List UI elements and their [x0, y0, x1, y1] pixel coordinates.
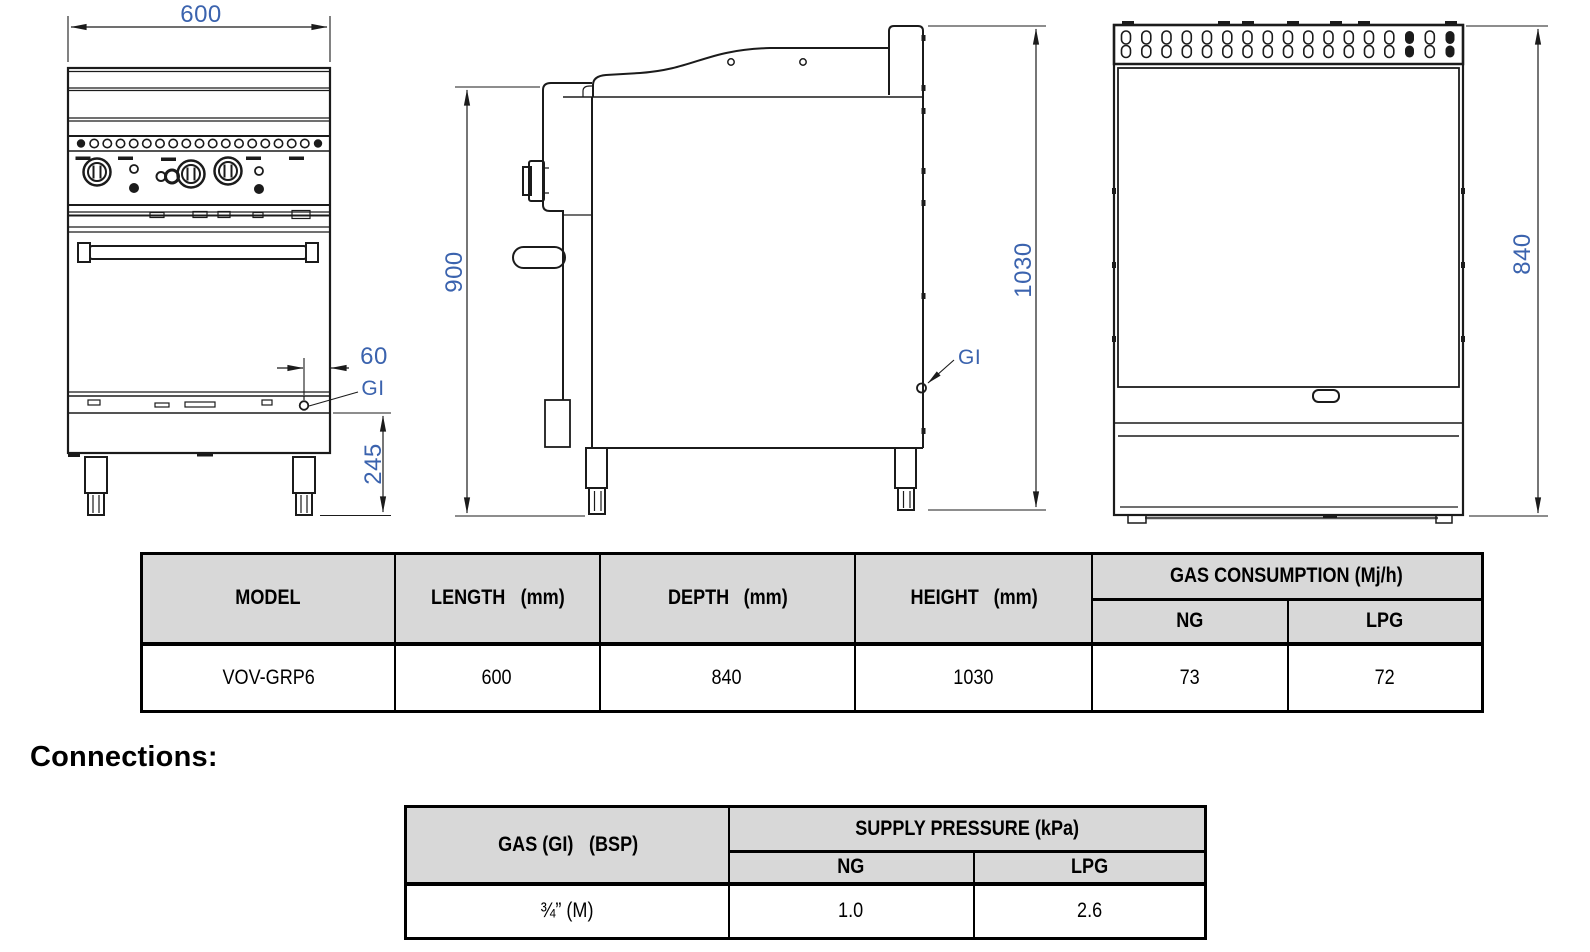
front-gas-inlet-label: GI [361, 377, 384, 400]
back-vent-tabs [1122, 21, 1457, 25]
front-base-height-dimension: 245 [360, 443, 387, 485]
conn-col-gas: GAS (GI) (BSP) [404, 805, 730, 885]
connections-heading: Connections: [30, 741, 218, 773]
front-lower-details [87, 399, 273, 408]
back-slot-handle [1312, 389, 1340, 403]
spec-col-model: MODEL [140, 552, 396, 645]
conn-value-lpg: 2.6 [972, 881, 1207, 940]
side-total-height-dimension: 1030 [1010, 242, 1037, 297]
spec-value-height: 1030 [853, 641, 1093, 713]
back-depth-dimension: 840 [1509, 233, 1536, 275]
side-gas-inlet-label: GI [958, 346, 981, 369]
side-knob-profile [522, 160, 549, 202]
conn-value-gas: ¾” (M) [404, 881, 730, 940]
back-view-drawing: 840 [1112, 21, 1548, 524]
side-front-leg [585, 447, 608, 515]
spec-col-gas-consumption: GAS CONSUMPTION (Mj/h) [1090, 552, 1484, 601]
front-gas-offset-dimension: 60 [360, 343, 388, 370]
side-gas-inlet-port [916, 382, 927, 394]
conn-col-ng: NG [727, 850, 975, 885]
front-vent-holes [76, 138, 323, 149]
side-kick-panel [544, 399, 571, 448]
spec-col-height: HEIGHT (mm) [853, 552, 1093, 645]
back-vent-slots [1120, 30, 1455, 59]
spec-value-ng: 73 [1090, 641, 1289, 713]
spec-value-depth: 840 [598, 641, 856, 713]
back-body-outline [1112, 23, 1465, 517]
back-edge-fasteners [1112, 188, 1465, 342]
spec-value-model: VOV-GRP6 [140, 641, 396, 713]
side-view-drawing: 900 [441, 25, 1046, 517]
spec-col-ng: NG [1090, 598, 1289, 645]
spec-value-length: 600 [393, 641, 601, 713]
conn-col-lpg: LPG [972, 850, 1207, 885]
front-oven-door-handle [77, 242, 319, 263]
front-length-dimension: 600 [180, 1, 222, 28]
side-console-profile [542, 82, 592, 400]
conn-value-ng: 1.0 [727, 881, 975, 940]
spec-col-depth: DEPTH (mm) [598, 552, 856, 645]
side-splashback-profile [592, 47, 889, 97]
side-body-height-dimension: 900 [441, 251, 468, 293]
front-right-leg [292, 456, 316, 516]
front-control-knobs [75, 156, 304, 194]
spec-table-row: VOV-GRP6 600 840 1030 73 72 [140, 641, 1484, 713]
back-panel [1117, 67, 1460, 388]
technical-drawings: 600 [66, 1, 1548, 524]
spec-col-length: LENGTH (mm) [393, 552, 601, 645]
conn-col-supply-pressure: SUPPLY PRESSURE (kPa) [727, 805, 1207, 853]
side-rear-edge [888, 25, 924, 448]
side-door-handle [512, 246, 566, 269]
side-rear-leg [894, 447, 917, 511]
side-rear-fasteners [921, 35, 926, 434]
front-gas-inlet-port [298, 400, 310, 411]
connections-table-row: ¾” (M) 1.0 2.6 [404, 881, 1207, 940]
spec-col-lpg: LPG [1286, 598, 1484, 645]
spec-table: MODEL LENGTH (mm) DEPTH (mm) HEIGHT (mm)… [140, 552, 1484, 713]
front-hinges [149, 209, 311, 220]
front-left-leg [84, 456, 108, 516]
front-view-drawing: 600 [66, 1, 391, 517]
back-feet [1127, 514, 1453, 524]
connections-table: GAS (GI) (BSP) SUPPLY PRESSURE (kPa) NG … [404, 805, 1208, 940]
spec-value-lpg: 72 [1286, 641, 1484, 713]
